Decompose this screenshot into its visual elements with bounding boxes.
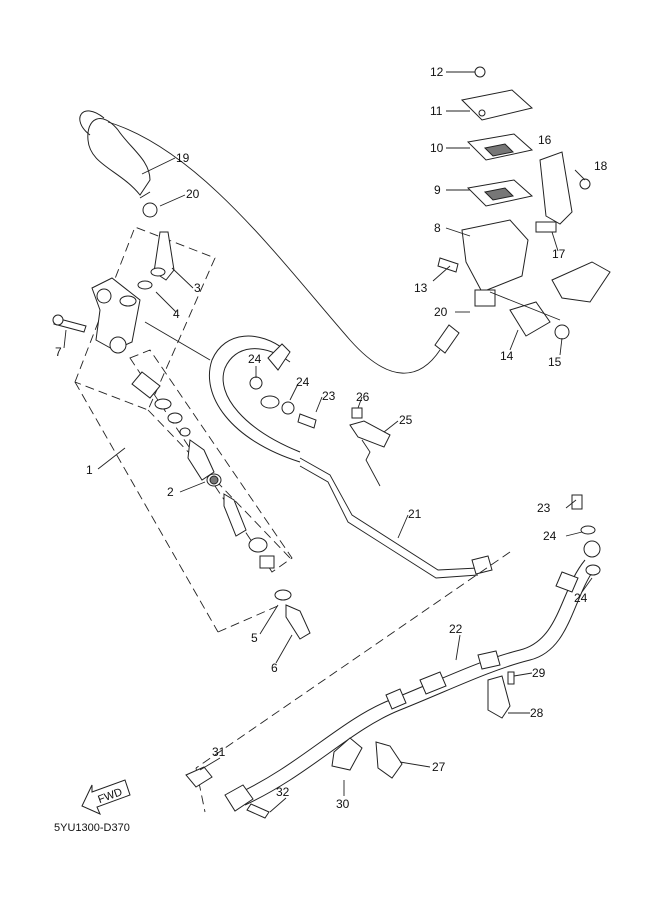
callout-6: 6 xyxy=(271,661,278,675)
callout-3: 3 xyxy=(194,281,201,295)
callout-28: 28 xyxy=(530,706,544,720)
callout-16: 16 xyxy=(538,133,552,147)
callout-30: 30 xyxy=(336,797,350,811)
callout-26: 26 xyxy=(356,390,370,404)
callout-11: 11 xyxy=(430,104,443,118)
callout-15: 15 xyxy=(548,355,562,369)
callout-21: 21 xyxy=(408,507,422,521)
brake-hose xyxy=(185,494,601,819)
callout-22: 22 xyxy=(449,622,463,636)
callout-18: 18 xyxy=(594,159,608,173)
callout-25: 25 xyxy=(399,413,413,427)
callout-14: 14 xyxy=(500,349,514,363)
callout-20-upper: 20 xyxy=(434,305,448,319)
callout-9: 9 xyxy=(434,183,441,197)
callout-8: 8 xyxy=(434,221,441,235)
callout-24-c: 24 xyxy=(543,529,557,543)
callout-labels: 12 11 10 9 8 16 18 17 13 20 14 15 19 20 … xyxy=(55,65,608,811)
leader-lines xyxy=(63,71,593,813)
callout-19: 19 xyxy=(176,151,190,165)
callout-23-b: 23 xyxy=(537,501,551,515)
callout-24-b: 24 xyxy=(296,375,310,389)
reservoir-hose xyxy=(79,110,460,374)
callout-5: 5 xyxy=(251,631,258,645)
callout-31: 31 xyxy=(212,745,226,759)
callout-1: 1 xyxy=(86,463,93,477)
callout-4: 4 xyxy=(173,307,180,321)
callout-10: 10 xyxy=(430,141,444,155)
drawing-code: 5YU1300-D370 xyxy=(54,822,130,834)
master-cylinder xyxy=(52,202,311,640)
callout-24-d: 24 xyxy=(574,591,588,605)
callout-32: 32 xyxy=(276,785,290,799)
callout-27: 27 xyxy=(432,760,446,774)
fwd-arrow-icon: FWD xyxy=(81,779,131,815)
callout-29: 29 xyxy=(532,666,546,680)
callout-20-lower: 20 xyxy=(186,187,200,201)
brake-lines xyxy=(208,335,493,579)
callout-12: 12 xyxy=(430,65,444,79)
rear-master-cylinder xyxy=(437,66,611,340)
callout-2: 2 xyxy=(167,485,174,499)
callout-23-a: 23 xyxy=(322,389,336,403)
callout-24-a: 24 xyxy=(248,352,262,366)
callout-7: 7 xyxy=(55,345,62,359)
callout-17: 17 xyxy=(552,247,566,261)
callout-13: 13 xyxy=(414,281,428,295)
